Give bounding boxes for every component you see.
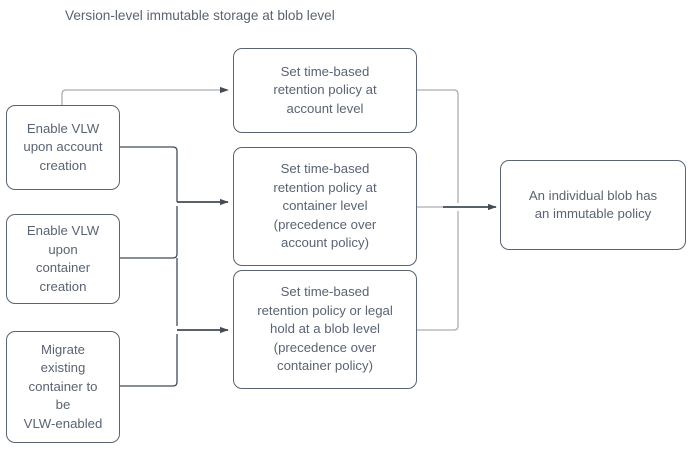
node-migrate-existing-container[interactable]: Migrate existing container to be VLW-ena…: [6, 331, 120, 443]
node-retention-account-level[interactable]: Set time-based retention policy at accou…: [233, 48, 417, 133]
edge-account-to-container-policy: [120, 146, 178, 202]
node-enable-vlw-container[interactable]: Enable VLW upon container creation: [6, 214, 120, 304]
node-retention-container-level[interactable]: Set time-based retention policy at conta…: [233, 147, 417, 266]
node-enable-vlw-account[interactable]: Enable VLW upon account creation: [6, 105, 120, 190]
edge-blob-policy-to-blob-immutable: [417, 211, 459, 331]
edge-account-policy-to-blob-immutable: [417, 89, 459, 203]
edge-container-to-container-policy: [120, 198, 229, 259]
edge-account-to-account-policy: [61, 86, 229, 105]
edge-migrate-to-blob-policy: [120, 326, 229, 387]
page-title: Version-level immutable storage at blob …: [65, 8, 335, 23]
node-individual-blob-immutable[interactable]: An individual blob has an immutable poli…: [500, 160, 686, 250]
node-retention-blob-level[interactable]: Set time-based retention policy or legal…: [233, 270, 417, 389]
